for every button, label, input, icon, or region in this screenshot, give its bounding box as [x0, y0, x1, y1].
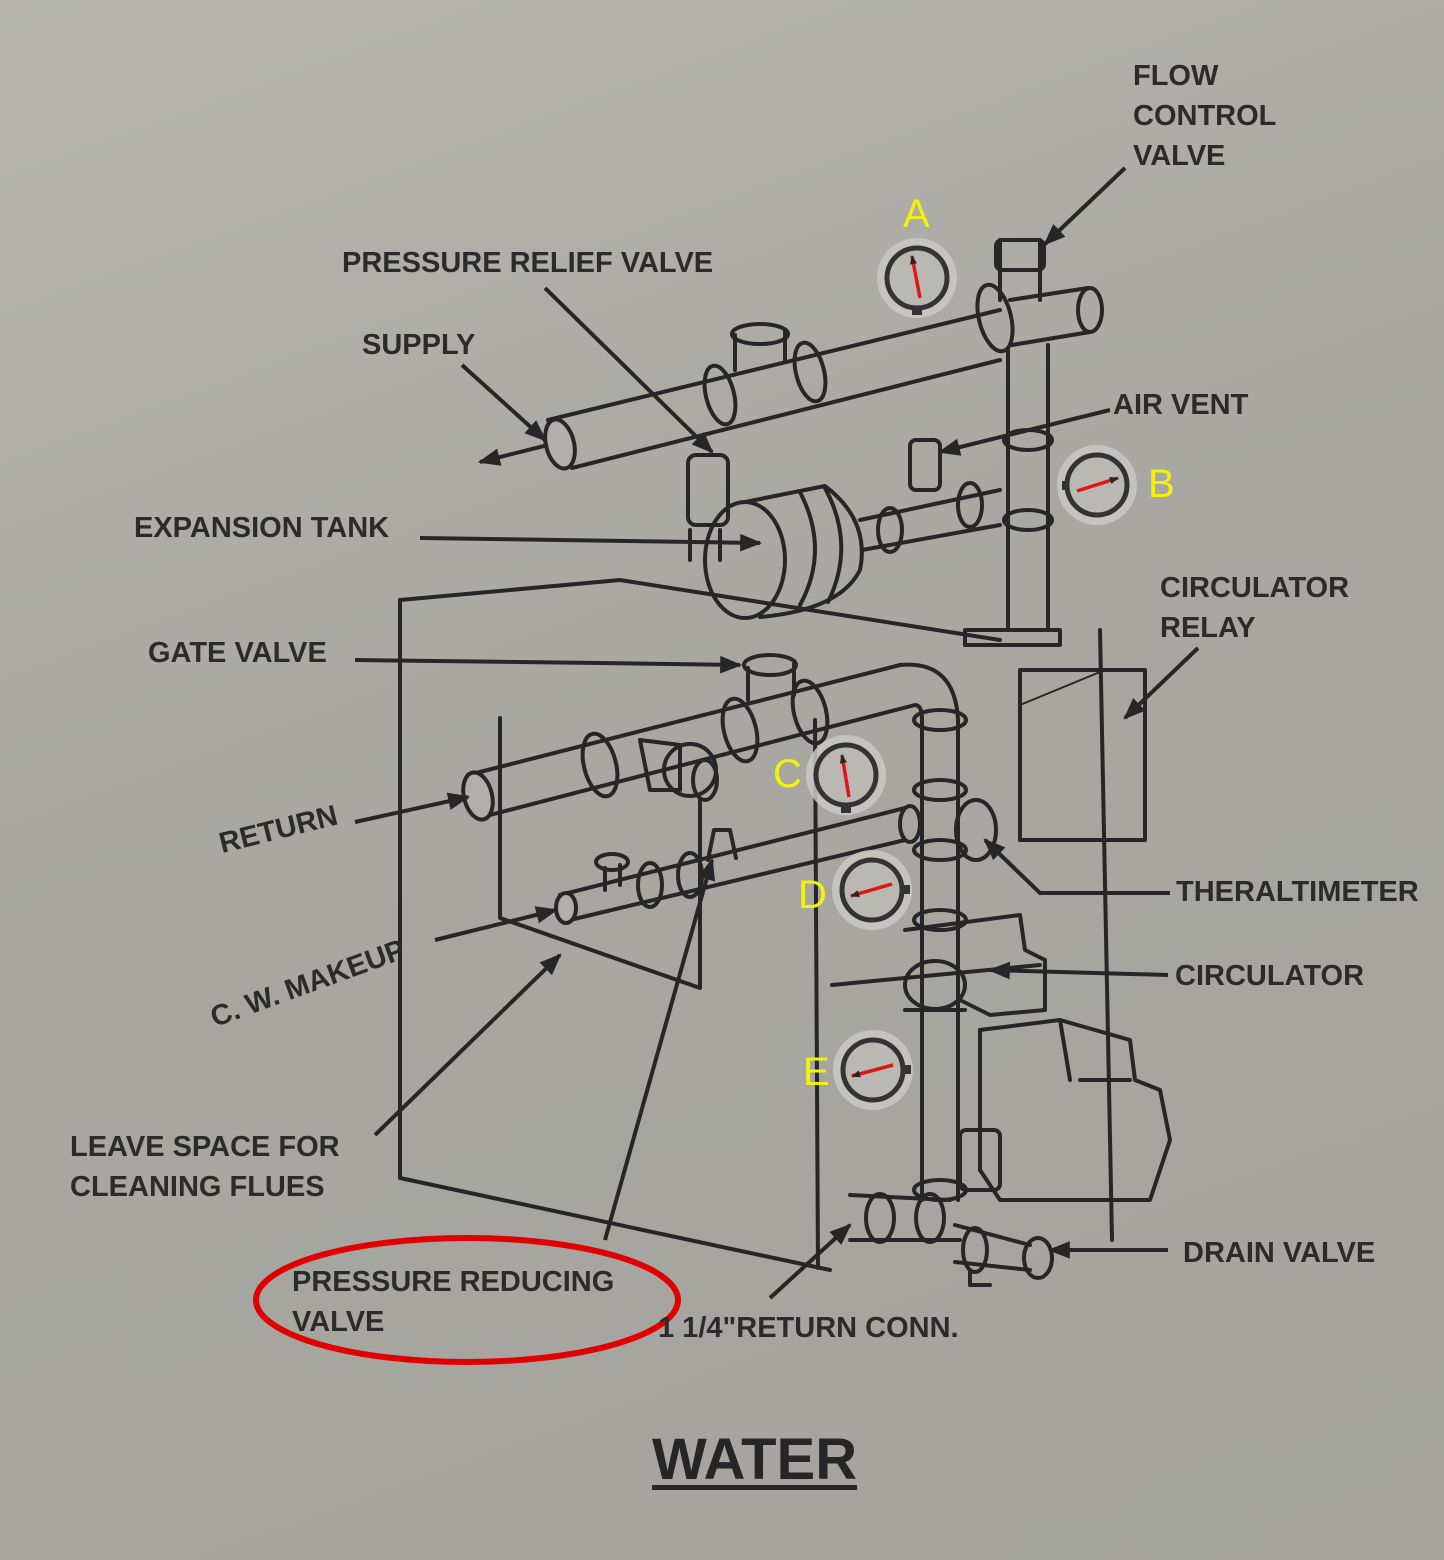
- label-pressure-relief-valve: PRESSURE RELIEF VALVE: [342, 247, 714, 279]
- label-gate-valve: GATE VALVE: [148, 637, 327, 669]
- leader-circulator-relay: [1123, 646, 1200, 720]
- circulator-pump: [903, 913, 1047, 1017]
- label-flow-control-valve: FLOW CONTROL VALVE: [1133, 60, 1277, 172]
- label-supply: SUPPLY: [362, 329, 476, 361]
- leader-supply: [460, 363, 547, 442]
- burner-motor: [958, 1018, 1172, 1202]
- leader-theraltimeter: [983, 838, 1170, 895]
- label-return-conn: 1 1/4"RETURN CONN.: [658, 1312, 959, 1344]
- label-air-vent: AIR VENT: [1113, 389, 1249, 421]
- leader-return-conn: [768, 1223, 852, 1300]
- leader-flow-control-valve: [1043, 166, 1127, 246]
- label-drain-valve: DRAIN VALVE: [1183, 1237, 1376, 1269]
- gauge-d: [832, 850, 912, 930]
- gauge-b: [1057, 445, 1137, 525]
- label-leave-space: LEAVE SPACE FOR CLEANING FLUES: [70, 1131, 340, 1203]
- gauge-letter-b: B: [1148, 462, 1175, 506]
- leader-gate-valve: [354, 655, 743, 674]
- gauge-letter-c: C: [773, 752, 802, 796]
- label-circulator-relay: CIRCULATOR RELAY: [1160, 572, 1350, 644]
- leader-cw-makeup: [434, 906, 559, 942]
- gauge-c: [806, 735, 886, 815]
- boiler-cabinet: [398, 578, 1114, 1272]
- diagram-title: WATER: [652, 1427, 858, 1492]
- gauge-a: [877, 238, 957, 318]
- highlight-ellipse: [253, 1235, 681, 1365]
- gauge-letter-e: E: [803, 1050, 830, 1094]
- leader-leave-space: [373, 953, 562, 1137]
- leader-pressure-relief-valve: [543, 286, 714, 454]
- leader-expansion-tank: [419, 533, 763, 552]
- makeup-line: [554, 798, 998, 925]
- leader-return: [354, 792, 471, 824]
- label-theraltimeter: THERALTIMETER: [1176, 876, 1419, 908]
- leader-circulator: [987, 961, 1169, 980]
- expansion-tank: [686, 438, 1002, 620]
- label-circulator: CIRCULATOR: [1175, 960, 1365, 992]
- leader-pressure-reducing-valve: [603, 857, 716, 1241]
- leader-supply-flow: [477, 443, 549, 466]
- label-expansion-tank: EXPANSION TANK: [134, 512, 390, 544]
- leader-air-vent: [937, 408, 1111, 456]
- gauge-e: [833, 1030, 913, 1110]
- supply-header: [543, 238, 1104, 471]
- return-header: [461, 653, 968, 1202]
- gauge-letter-a: A: [903, 192, 930, 236]
- gauge-letter-d: D: [798, 873, 827, 917]
- circulator-relay-box: [1018, 668, 1147, 842]
- label-pressure-reducing-valve: PRESSURE REDUCING VALVE: [292, 1266, 615, 1338]
- riser-pipe: [963, 343, 1062, 647]
- return-connection: [848, 1192, 1054, 1287]
